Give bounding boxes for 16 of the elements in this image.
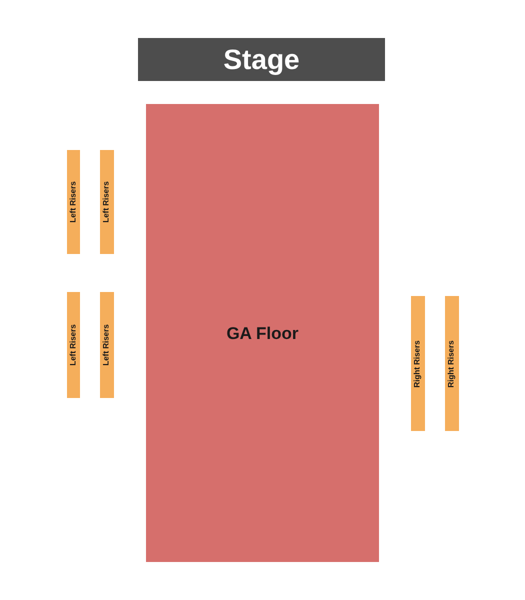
riser-section	[445, 296, 459, 431]
section-label: Left Risers	[103, 324, 111, 366]
stage-area	[138, 38, 385, 81]
riser-section	[100, 292, 114, 398]
section-label: Left Risers	[70, 324, 78, 366]
riser-section	[100, 150, 114, 254]
section-label: Left Risers	[103, 181, 111, 223]
section-label: Right Risers	[448, 340, 456, 388]
riser-section	[411, 296, 425, 431]
riser-section	[67, 150, 80, 254]
section-label: Stage	[223, 46, 300, 74]
section-label: Right Risers	[414, 340, 422, 388]
riser-section	[67, 292, 80, 398]
floor-section	[146, 104, 379, 562]
section-label: GA Floor	[226, 324, 299, 342]
section-label: Left Risers	[70, 181, 78, 223]
